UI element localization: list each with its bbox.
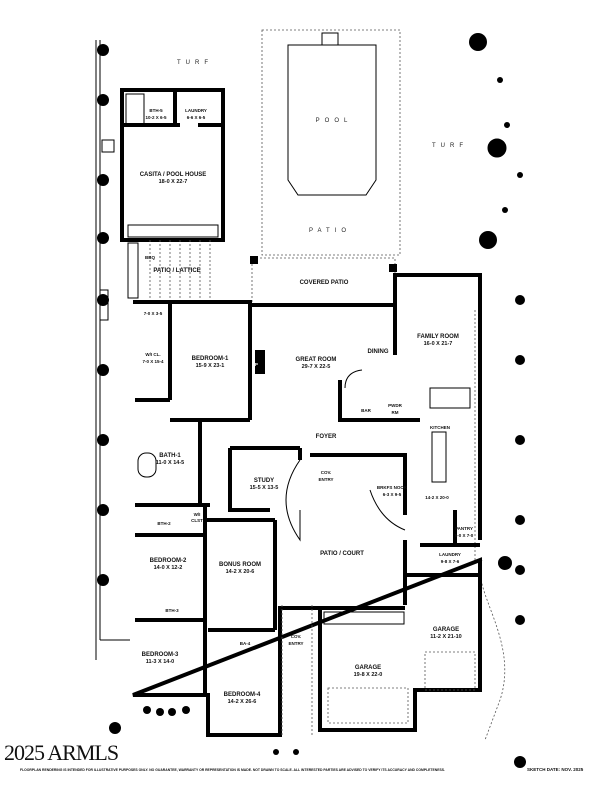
interior-walls	[135, 302, 480, 695]
armls-logo: 2025 ARMLS	[4, 740, 119, 765]
room-name: W/I CL.	[145, 352, 160, 357]
room-dim: 14-2 X 20-0	[425, 495, 449, 500]
room-name: LAUNDRY	[185, 108, 207, 113]
room-dim: 6-6 X 6-5	[187, 115, 206, 120]
room-dim: 14-2 X 26-6	[228, 699, 257, 705]
room-name: COV.	[321, 470, 332, 475]
garage-door	[424, 651, 476, 691]
casita-walls	[120, 88, 225, 242]
column	[250, 256, 258, 264]
room-name: BTH-5	[149, 108, 163, 113]
room-dim: 7-0 X 15-4	[142, 359, 164, 364]
room-dim: 11-3 X 14-0	[146, 659, 174, 665]
room-dim: 15-9 X 23-1	[196, 363, 225, 369]
trees	[97, 33, 526, 768]
room-dim: 14-0 X 12-2	[154, 565, 183, 571]
room-name: BEDROOM-2	[150, 558, 187, 564]
study-curve-wall	[285, 459, 301, 542]
room-name: ENTRY	[288, 641, 303, 646]
room-dim: 29-7 X 22-5	[302, 364, 331, 370]
garage-storage	[323, 611, 405, 625]
room-name: BAR	[361, 408, 371, 413]
room-name: BA-4	[240, 641, 251, 646]
room-dim: 5-0 X 7-0	[455, 533, 474, 538]
room-name: COV.	[291, 634, 302, 639]
pool	[287, 44, 377, 196]
room-name: BRKFS NOOK	[377, 485, 408, 490]
room-name: KITCHEN	[430, 425, 450, 430]
room-name: FAMILY ROOM	[417, 334, 459, 340]
room-dim: 15-5 X 13-5	[250, 485, 279, 491]
cov-entry-columns	[281, 605, 313, 735]
room-dim: 11-2 X 21-10	[430, 634, 462, 640]
room-dim: 19-8 X 22-0	[354, 672, 383, 678]
room-name: BEDROOM-1	[192, 356, 229, 362]
room-name: DINING	[368, 349, 389, 355]
room-name: STUDY	[254, 478, 274, 484]
room-name: BONUS ROOM	[219, 562, 261, 568]
disclaimer: FLOORPLAN RENDERING IS INTENDED FOR ILLU…	[20, 768, 445, 772]
room-name: BTH-3	[165, 608, 179, 613]
room-dim: 14-2 X 20-6	[226, 569, 255, 575]
shower	[125, 93, 145, 125]
room-dim: 11-0 X 14-5	[156, 460, 184, 466]
room-name: PATIO / COURT	[320, 551, 364, 557]
nook-curve-wall	[369, 489, 406, 531]
lattice	[127, 240, 211, 300]
room-name: CASITA / POOL HOUSE	[140, 172, 207, 178]
pool-label: POOL	[316, 118, 353, 124]
casita-counter	[127, 224, 219, 238]
turf-label: TURF	[432, 143, 468, 149]
room-name: PATIO / LATTICE	[153, 268, 200, 274]
room-name: FOYER	[316, 434, 337, 440]
planter	[101, 139, 115, 153]
room-dim: 6-3 X 9-5	[383, 492, 402, 497]
fireplace	[255, 350, 265, 374]
room-name: GARAGE	[355, 665, 381, 671]
pool-equipment	[321, 32, 339, 46]
room-name: LAUNDRY	[439, 552, 461, 557]
sketch-date: SKETCH DATE: NOV. 2025	[527, 767, 584, 772]
pool-deck	[261, 29, 401, 256]
room-name: BTH-2	[157, 521, 171, 526]
kitchen-island	[431, 431, 447, 483]
room-name: BATH-1	[159, 453, 181, 459]
room-labels: BTH-5 10-2 X 6-5 LAUNDRY 6-6 X 6-5 CASIT…	[140, 108, 474, 705]
room-name: RM	[392, 410, 399, 415]
bathtub	[137, 452, 157, 478]
bar-curve-wall	[344, 369, 363, 389]
room-dim: 18-0 X 22-7	[159, 179, 188, 185]
bbq-label: BBQ	[145, 255, 155, 260]
room-name: W/I	[194, 512, 201, 517]
room-dim: 10-2 X 6-5	[145, 115, 167, 120]
room-name: PANTRY	[455, 526, 473, 531]
kitchen-counter	[429, 387, 471, 409]
room-name: GARAGE	[433, 627, 459, 633]
room-dim: 16-0 X 21-7	[424, 341, 453, 347]
room-name: BEDROOM-4	[224, 692, 261, 698]
room-dim: 9-8 X 7-6	[441, 559, 460, 564]
room-name: ENTRY	[318, 477, 333, 482]
patio-label: PATIO	[309, 228, 351, 234]
room-name: BEDROOM-3	[142, 652, 179, 658]
fireplace-label: FP	[252, 362, 258, 367]
room-name: PWDR	[388, 403, 402, 408]
turf-label: TURF	[177, 60, 213, 66]
casita-partitions	[122, 90, 223, 127]
room-name: CLST	[191, 518, 203, 523]
room-name: GREAT ROOM	[296, 357, 337, 363]
room-dim: 7-0 X 3-5	[144, 311, 163, 316]
column	[389, 264, 397, 272]
garage-door	[327, 687, 409, 724]
room-name: COVERED PATIO	[300, 280, 349, 286]
